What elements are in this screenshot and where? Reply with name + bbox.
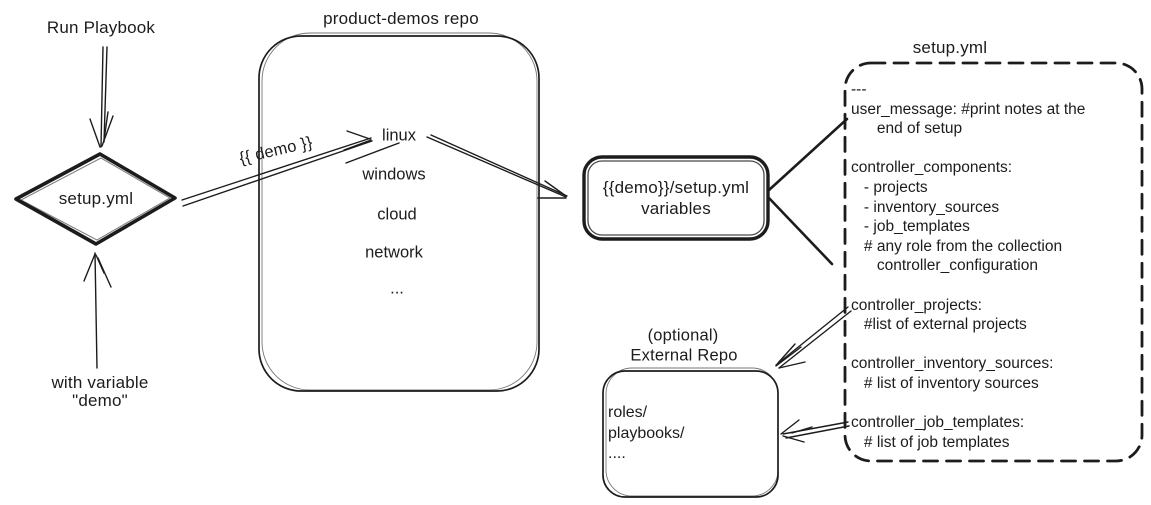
variables-box-shape bbox=[582, 155, 770, 241]
yaml-line: - inventory_sources bbox=[851, 198, 1000, 216]
yaml-line: controller_job_templates: bbox=[851, 414, 1025, 432]
yaml-line bbox=[851, 139, 1085, 159]
arrow-run-playbook-to-diamond bbox=[89, 46, 114, 148]
repo-title: product-demos repo bbox=[323, 9, 479, 28]
yaml-line bbox=[851, 335, 1085, 355]
yaml-line: # list of job templates bbox=[851, 433, 1010, 451]
repo-item-network: network bbox=[365, 243, 423, 262]
external-repo-title-line1: (optional) bbox=[647, 326, 719, 345]
yaml-line: controller_components: bbox=[851, 159, 1013, 177]
setup-yml-dashed-box-shape bbox=[843, 61, 1144, 463]
yaml-line: controller_inventory_sources: bbox=[851, 355, 1054, 373]
yaml-line: # any role from the collection bbox=[851, 237, 1063, 255]
setup-yml-content: --- user_message: #print notes at the en… bbox=[851, 80, 1085, 452]
yaml-line bbox=[851, 394, 1085, 414]
connector-variables-to-setup-yml bbox=[766, 117, 849, 266]
yaml-line: #list of external projects bbox=[851, 316, 1027, 334]
arrow-demo-to-linux bbox=[181, 130, 400, 207]
external-repo-box-shape bbox=[602, 367, 779, 498]
diamond-setup-yml-shape bbox=[14, 152, 177, 246]
yaml-line: user_message: #print notes at the bbox=[851, 100, 1086, 118]
external-repo-line: roles/ bbox=[608, 404, 648, 421]
yaml-line: - job_templates bbox=[851, 218, 970, 236]
with-variable-label-line2: "demo" bbox=[72, 391, 128, 410]
external-repo-content: roles/ playbooks/ .... bbox=[608, 403, 685, 465]
arrow-job-templates-to-external-repo bbox=[780, 419, 850, 443]
arrow-linux-to-variables bbox=[426, 134, 568, 199]
repo-item-cloud: cloud bbox=[377, 205, 417, 224]
yaml-line: end of setup bbox=[851, 120, 963, 138]
repo-item-windows: windows bbox=[362, 165, 426, 184]
yaml-line: # list of inventory sources bbox=[851, 374, 1039, 392]
run-playbook-label: Run Playbook bbox=[46, 18, 156, 37]
diamond-setup-yml-label: setup.yml bbox=[58, 189, 134, 208]
repo-item-ellipsis: ... bbox=[390, 279, 404, 298]
external-repo-line: .... bbox=[608, 445, 626, 462]
external-repo-line: playbooks/ bbox=[608, 424, 685, 442]
setup-yml-box-title: setup.yml bbox=[912, 38, 988, 57]
variables-box-label-line1: {{demo}}/setup.yml bbox=[602, 178, 750, 197]
yaml-line: --- bbox=[851, 81, 867, 98]
external-repo-title-line2: External Repo bbox=[630, 346, 738, 365]
yaml-line: controller_projects: bbox=[851, 296, 982, 314]
repo-item-linux: linux bbox=[382, 126, 416, 145]
yaml-line: controller_configuration bbox=[851, 257, 1038, 275]
arrow-with-variable-to-diamond bbox=[83, 252, 112, 369]
repo-box-shape bbox=[258, 32, 540, 392]
arrow-projects-to-external-repo bbox=[775, 306, 852, 369]
yaml-line: - projects bbox=[851, 178, 928, 196]
variables-box-label-line2: variables bbox=[641, 199, 711, 218]
yaml-line bbox=[851, 276, 1085, 296]
with-variable-label-line1: with variable bbox=[51, 373, 149, 392]
